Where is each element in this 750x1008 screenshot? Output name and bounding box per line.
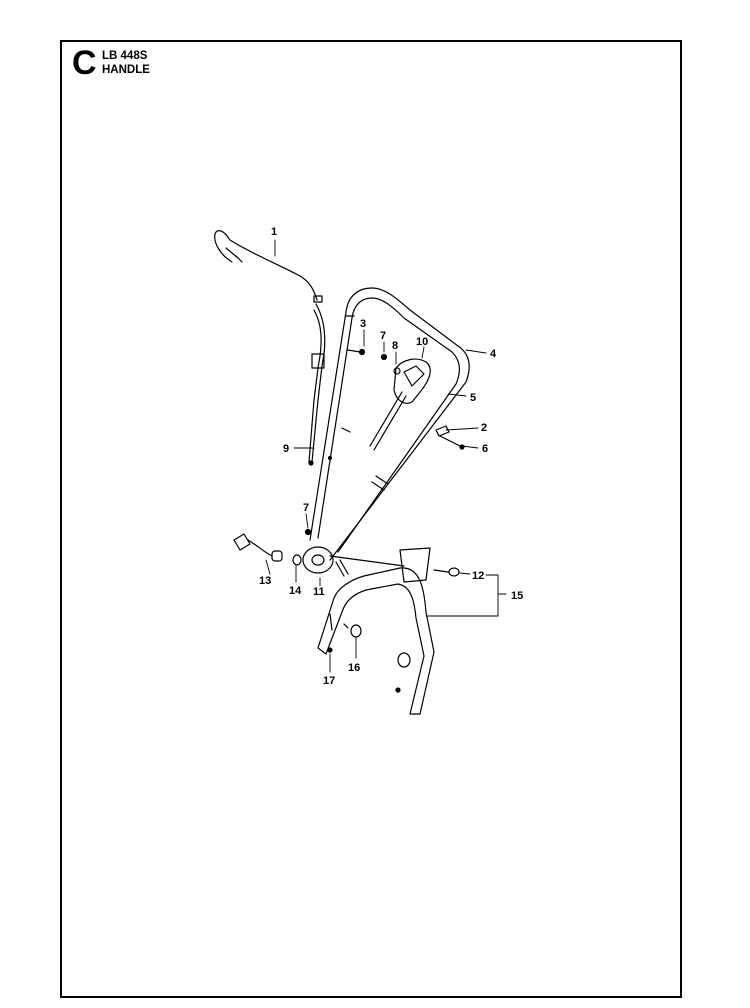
- part-13-connector: [233, 533, 283, 562]
- callout-11: 11: [313, 586, 325, 598]
- part-17-screw: [327, 647, 401, 693]
- part-15-lower-handle: [317, 547, 435, 715]
- callout-5: 5: [470, 392, 476, 404]
- model-number: LB 448S: [102, 50, 148, 62]
- callout-6: 6: [482, 443, 488, 455]
- part-10-switch: [369, 358, 431, 451]
- part-2-spacer: [435, 425, 450, 437]
- part-16-bushing: [343, 623, 411, 668]
- part-8-washer: [393, 367, 401, 375]
- callout-13: 13: [259, 575, 271, 587]
- callout-8: 8: [392, 340, 398, 352]
- leader-lines: [265, 239, 507, 673]
- part-12-bolt: [433, 567, 460, 577]
- callout-2: 2: [481, 422, 487, 434]
- part-1-cable: [214, 230, 323, 303]
- part-6-screw: [439, 435, 465, 450]
- diagram-header: LB 448S HANDLE: [102, 49, 150, 77]
- part-3-screw: [347, 348, 366, 356]
- part-7-nut-lower: [304, 528, 312, 536]
- callout-14: 14: [289, 585, 302, 597]
- diagram-title: HANDLE: [102, 64, 150, 76]
- callout-17: 17: [323, 675, 335, 687]
- part-4-handle: [309, 287, 470, 561]
- callout-7-upper: 7: [380, 330, 386, 342]
- callout-4: 4: [490, 348, 497, 360]
- part-7-nut-upper: [380, 353, 388, 361]
- callout-12: 12: [472, 570, 484, 582]
- callout-9: 9: [283, 443, 289, 455]
- section-letter: C: [72, 44, 97, 82]
- part-14-washer: [292, 554, 302, 566]
- callout-1: 1: [271, 226, 277, 238]
- callout-16: 16: [348, 662, 360, 674]
- callout-10: 10: [416, 336, 428, 348]
- callout-3: 3: [360, 318, 366, 330]
- page-frame: [60, 40, 682, 998]
- callout-7-lower: 7: [303, 502, 309, 514]
- callout-15: 15: [511, 590, 523, 602]
- callout-labels: 1 2 3 4 5 6 7 7 8 9 10 11 12 13 14 15 16…: [259, 226, 523, 687]
- part-11-hub: [302, 546, 405, 577]
- part-9-cable: [308, 303, 326, 466]
